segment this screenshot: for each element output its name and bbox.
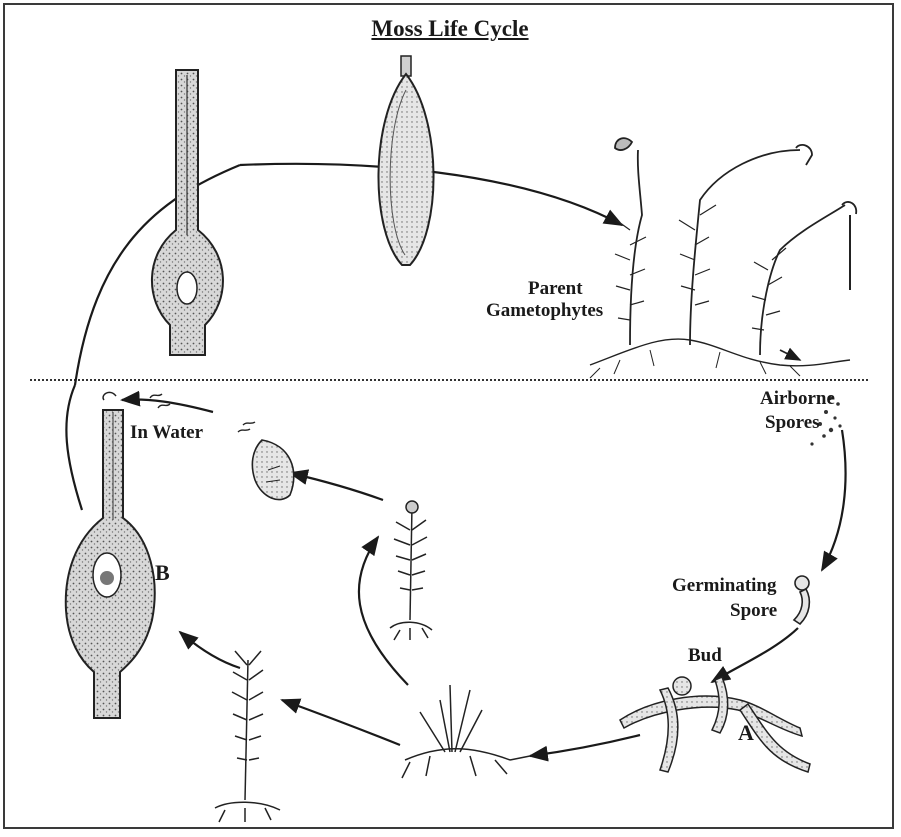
arrow-protonema-to-young-moss	[530, 735, 640, 756]
antheridium-illustration	[252, 440, 293, 500]
label-airborne: Airborne	[760, 388, 835, 410]
capsule-illustration	[378, 56, 433, 265]
diagram-title: Moss Life Cycle	[320, 18, 580, 40]
label-gametophytes: Gametophytes	[486, 300, 603, 322]
label-spores: Spores	[765, 412, 820, 434]
gametophyte-lower-illustration	[215, 651, 280, 822]
young-moss-illustration	[402, 685, 530, 778]
protonema-illustration	[620, 677, 810, 772]
arrow-spores-to-germinating	[822, 430, 846, 570]
arrow-archegonium-up	[66, 385, 82, 510]
label-b: B	[155, 562, 170, 584]
label-spore: Spore	[730, 600, 777, 622]
label-germinating: Germinating	[672, 575, 777, 597]
germinating-spore-illustration	[794, 576, 809, 624]
parent-gametophytes-illustration	[590, 138, 856, 378]
arrow-germinating-to-protonema	[712, 628, 798, 682]
label-bud: Bud	[688, 645, 722, 667]
arrow-male-to-sperm	[290, 473, 383, 500]
male-gametophyte-illustration	[390, 501, 432, 640]
arrow-young-moss-to-gametophyte	[282, 700, 400, 745]
label-parent: Parent	[528, 278, 583, 300]
label-in-water: In Water	[130, 422, 203, 444]
arrow-gametophyte-to-archegonium	[180, 632, 240, 668]
archegonium-top-illustration	[152, 70, 223, 355]
label-a: A	[738, 722, 754, 744]
arrow-young-moss-to-male	[359, 537, 408, 685]
